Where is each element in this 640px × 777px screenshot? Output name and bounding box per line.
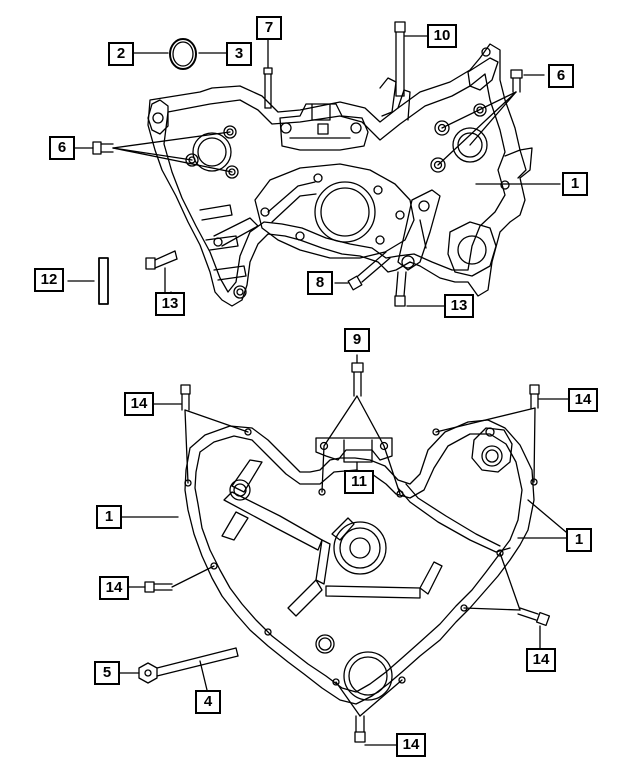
callout-1-top: 1 [562, 172, 588, 196]
bolt-8 [334, 251, 391, 291]
callout-13-right: 13 [444, 294, 474, 318]
bolt-6-left [74, 131, 233, 173]
o-ring [169, 38, 197, 70]
callout-14-top-left: 14 [124, 392, 154, 416]
bolt-6-right [437, 69, 545, 166]
bolt-14-left-mid [128, 565, 215, 593]
callout-1-right: 1 [566, 528, 592, 552]
callout-3: 3 [226, 42, 252, 66]
bolt-14-bottom [335, 679, 403, 746]
callout-5: 5 [94, 661, 120, 685]
nut-5-and-stud-4 [119, 647, 239, 691]
callout-1-left: 1 [96, 505, 122, 529]
bolt-14-top-left [152, 384, 249, 484]
bolt-10 [394, 21, 428, 97]
callout-11: 11 [344, 470, 374, 494]
callout-7: 7 [256, 16, 282, 40]
callout-14-top-right: 14 [568, 388, 598, 412]
callout-14-bottom: 14 [396, 733, 426, 757]
front-cover-lower [184, 419, 538, 705]
bolt-13-left [145, 250, 178, 293]
callout-14-left-mid: 14 [99, 576, 129, 600]
bolt-9 [321, 354, 401, 495]
seal-strip [98, 257, 109, 305]
callout-6-left: 6 [49, 136, 75, 160]
callout-6-right: 6 [548, 64, 574, 88]
callout-13-left: 13 [155, 292, 185, 316]
callout-2: 2 [108, 42, 134, 66]
leader-1-right-a [527, 499, 567, 533]
callout-8: 8 [307, 271, 333, 295]
bolt-13-right [394, 271, 445, 307]
bolt-14-top-right [435, 384, 569, 483]
callout-12: 12 [34, 268, 64, 292]
bolt-14-right-low [463, 552, 551, 649]
callout-10: 10 [427, 24, 457, 48]
bolt-7 [263, 39, 273, 109]
callout-4: 4 [195, 690, 221, 714]
callout-9: 9 [344, 328, 370, 352]
front-cover-upper [147, 43, 533, 307]
callout-14-right-low: 14 [526, 648, 556, 672]
